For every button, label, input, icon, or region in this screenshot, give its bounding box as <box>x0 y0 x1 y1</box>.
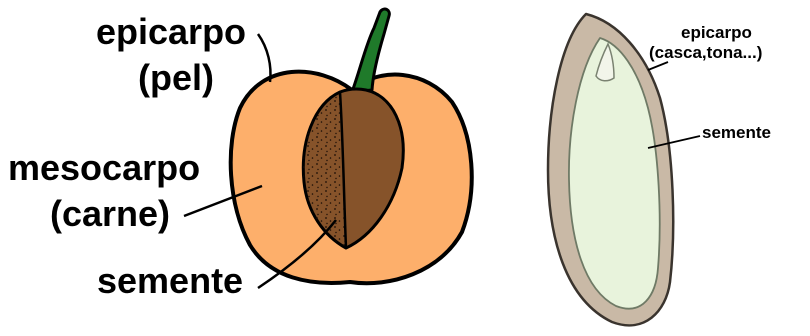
label-epicarpo-seed: epicarpo <box>681 24 752 41</box>
leader-epicarpo-right <box>648 62 668 70</box>
leader-epicarpo <box>258 34 271 82</box>
label-casca: (casca,tona...) <box>649 44 762 61</box>
label-semente: semente <box>97 263 243 299</box>
label-mesocarpo: mesocarpo <box>8 150 200 186</box>
label-semente-seed: semente <box>702 124 771 141</box>
label-pel: (pel) <box>138 60 214 96</box>
label-carne: (carne) <box>50 196 170 232</box>
label-epicarpo: epicarpo <box>96 14 246 50</box>
